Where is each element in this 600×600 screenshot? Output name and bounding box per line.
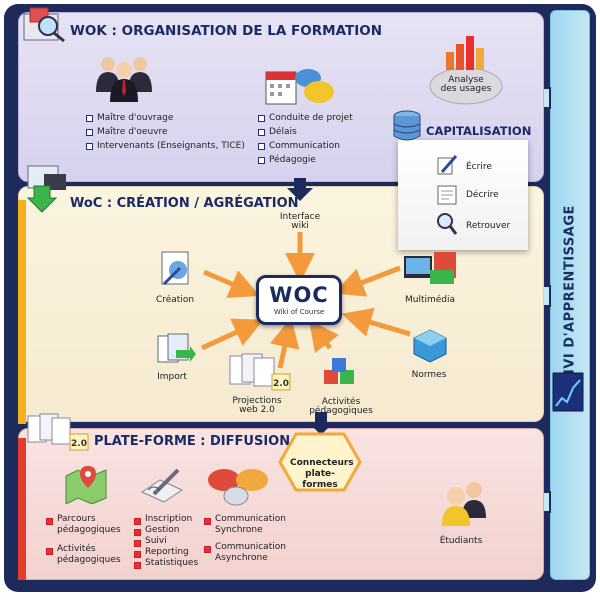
role-item: Maître d'ouvrage: [86, 111, 245, 125]
capitalisation-box: [398, 140, 528, 250]
calendar-chat-icon: [265, 69, 334, 105]
col1-item: Parcours pédagogiques: [46, 514, 121, 536]
woc-logo-text: WOC: [269, 283, 329, 307]
col1-item: Activités pédagogiques: [46, 544, 121, 566]
connecteurs-label-1: Connecteurs: [290, 458, 354, 468]
interface-label-1: Interface: [279, 212, 321, 222]
describe-doc-icon: [437, 185, 457, 205]
people-group-icon: [96, 57, 152, 102]
normes-cube-icon: [413, 329, 447, 363]
woc-logo: WOC Wiki of Course: [256, 275, 342, 325]
creation-label: Création: [155, 295, 195, 305]
down-arrow-woc: [308, 412, 334, 435]
cap-retrouver: Retrouver: [466, 221, 511, 231]
chart-icon: [552, 372, 584, 412]
write-pen-icon: [437, 155, 458, 175]
cap-decrire: Décrire: [466, 190, 499, 200]
projections-label-1: Projections: [232, 396, 282, 406]
col2-item: Gestion: [134, 525, 198, 536]
role-item: Intervenants (Enseignants, TICE): [86, 139, 245, 153]
multimedia-icon: [404, 252, 456, 284]
col2-item: Statistiques: [134, 558, 198, 569]
wok-tasks-list: Conduite de projet Délais Communication …: [258, 111, 353, 167]
signature-pen-icon: [140, 468, 184, 503]
connecteurs-label-2: plate-formes: [302, 469, 338, 490]
chat-bubbles-icon: [208, 469, 268, 506]
wok-roles-list: Maître d'ouvrage Maître d'oeuvre Interve…: [86, 111, 245, 153]
analyse-label-1: Analyse: [448, 75, 484, 85]
plateforme-col2: Inscription Gestion Suivi Reporting Stat…: [134, 514, 198, 569]
magnifier-documents-icon: [23, 7, 65, 43]
task-item: Pédagogie: [258, 153, 353, 167]
plateforme-title: PLATE-FORME : DIFFUSION: [94, 434, 291, 449]
connecteurs-hexagon: [278, 432, 362, 492]
role-item: Maître d'oeuvre: [86, 125, 245, 139]
cap-ecrire: Écrire: [466, 162, 492, 172]
plateforme-col3: Communication Synchrone Communication As…: [204, 514, 288, 564]
task-item: Communication: [258, 139, 353, 153]
capitalisation-title: CAPITALISATION: [426, 124, 532, 138]
col2-item: Suivi: [134, 536, 198, 547]
svg-text:2.0: 2.0: [71, 439, 87, 449]
svg-text:2.0: 2.0: [273, 379, 289, 389]
wok-title: WOK : ORGANISATION DE LA FORMATION: [70, 23, 382, 39]
plateforme-col1: Parcours pédagogiques Activités pédagogi…: [46, 514, 121, 566]
analyse-bar-icon: [429, 36, 503, 105]
import-label: Import: [157, 372, 187, 382]
analyse-label-2: des usages: [440, 84, 492, 94]
platform-docs-icon: 2.0: [27, 413, 89, 451]
side-title: SUIVI D'APPRENTISSAGE: [562, 205, 578, 395]
activites-label-1: Activités: [321, 397, 361, 407]
woc-title: WoC : CRÉATION / AGRÉGATION: [70, 196, 299, 211]
import-icon: [157, 333, 196, 363]
etudiants-label: Étudiants: [439, 536, 483, 546]
download-media-icon: [26, 165, 66, 213]
col2-item: Inscription: [134, 514, 198, 525]
col3-item: Communication Asynchrone: [204, 542, 288, 564]
projections-web-icon: 2.0: [229, 353, 291, 391]
students-icon: [442, 482, 486, 526]
activites-blocks-icon: [324, 358, 354, 384]
multimedia-label: Multimédia: [404, 295, 456, 305]
creation-doc-icon: [161, 251, 189, 286]
normes-label: Normes: [411, 370, 447, 380]
down-arrow-wok: [287, 178, 313, 201]
task-item: Conduite de projet: [258, 111, 353, 125]
aggregation-arrows: [200, 232, 411, 369]
task-item: Délais: [258, 125, 353, 139]
col2-item: Reporting: [134, 547, 198, 558]
database-icon: [393, 110, 421, 141]
woc-stripe: [18, 200, 26, 424]
map-pin-icon: [65, 466, 107, 504]
projections-label-2: web 2.0: [239, 405, 275, 415]
woc-logo-subtitle: Wiki of Course: [273, 308, 325, 316]
plateforme-stripe: [18, 438, 26, 580]
interface-label-2: wiki: [291, 221, 309, 231]
suivi-side-panel: [550, 10, 590, 580]
search-icon: [437, 213, 458, 235]
col3-item: Communication Synchrone: [204, 514, 288, 536]
activites-label-2: pédagogiques: [309, 406, 373, 416]
